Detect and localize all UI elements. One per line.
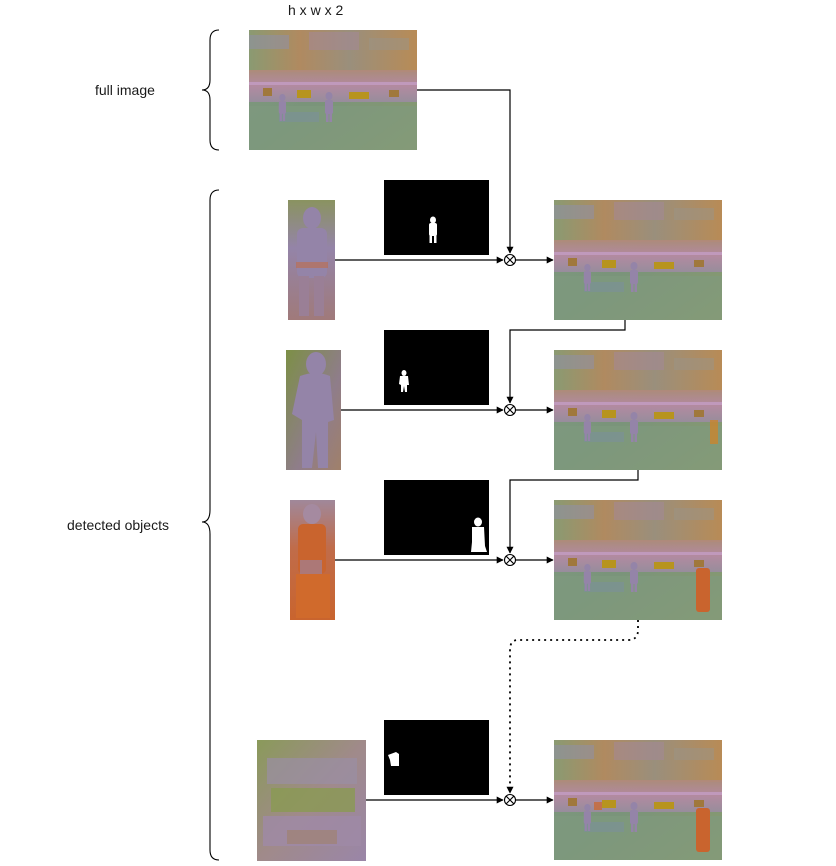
detected-object-3 — [290, 500, 335, 620]
connector-lines — [335, 89, 639, 804]
circled-times-icon — [503, 403, 517, 417]
full-image-label: full image — [95, 82, 155, 98]
detected-objects-brace-icon — [201, 189, 220, 861]
result-1-to-combine-2-line — [506, 320, 626, 404]
result-n — [554, 740, 722, 860]
combine-operators — [503, 253, 517, 807]
mask-n — [384, 720, 489, 795]
detected-object-2 — [286, 350, 341, 470]
detected-object-n — [257, 740, 366, 861]
mask-1 — [384, 180, 489, 255]
full-image — [249, 30, 417, 150]
result-2-to-combine-3-line — [506, 470, 639, 554]
circled-times-icon — [503, 793, 517, 807]
result-2 — [554, 350, 722, 470]
mask-2 — [384, 330, 489, 405]
full-image-brace-icon — [201, 29, 220, 151]
dimension-label: h x w x 2 — [288, 2, 344, 18]
result-1 — [554, 200, 722, 320]
circled-times-icon — [503, 253, 517, 267]
mask-3 — [384, 480, 489, 555]
detected-object-1 — [288, 200, 335, 320]
result-3 — [554, 500, 722, 620]
detected-objects-label: detected objects — [67, 517, 169, 533]
circled-times-icon — [503, 553, 517, 567]
full-image-to-combine-1-line — [417, 89, 514, 254]
